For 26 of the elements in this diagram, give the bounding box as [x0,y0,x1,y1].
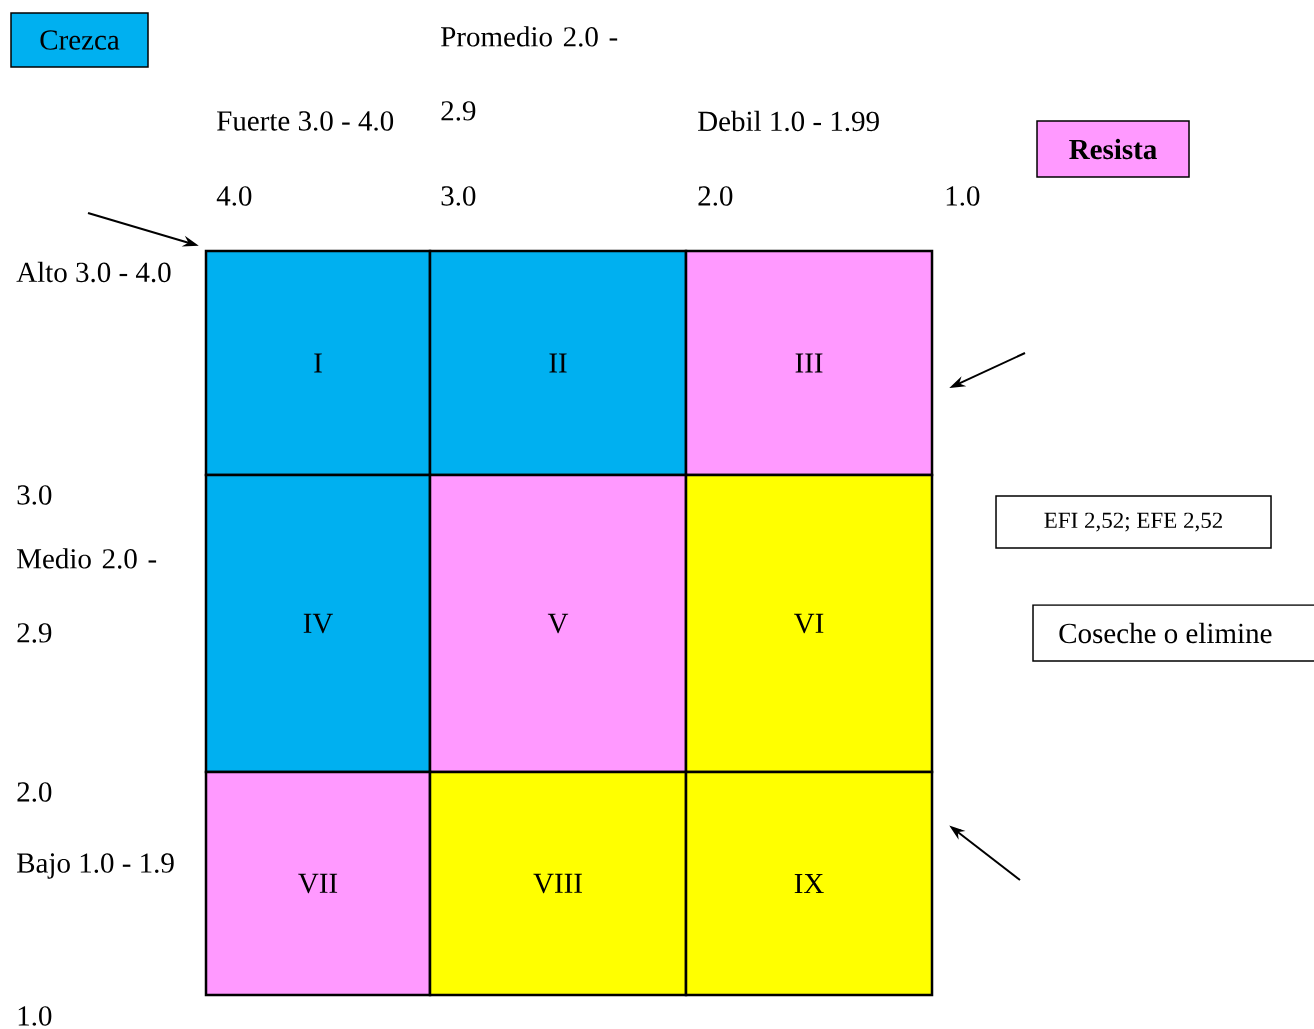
matrix-cell: III [684,249,934,477]
axis-label: 3.0 [441,186,476,206]
axis-label: Bajo 1.0 - 1.9 [17,853,174,879]
matrix-cell: VI [684,473,934,774]
highlighted-box: Coseche o elimine [1032,604,1314,662]
strategy-box: Crezca [10,12,149,68]
axis-label: 3.0 [17,485,52,505]
matrix-cell: IX [684,770,934,997]
matrix-cell: IV [204,473,432,774]
axis-label: Promedio 2.0 - 2.9 [441,26,618,121]
matrix-cell: II [428,249,688,477]
axis-label: 4.0 [216,186,252,206]
axis-label: 2.0 [698,186,733,206]
matrix-cell: VIII [428,770,688,997]
axis-label: Debil 1.0 - 1.99 [698,110,879,132]
axis-label: Fuerte 3.0 - 4.0 [217,111,394,131]
axis-label: 1.0 [18,1006,52,1026]
axis-label: 2.0 [17,782,52,802]
matrix-cell: VII [204,770,432,997]
strategy-box: Resista [1036,120,1190,178]
axis-label: Medio 2.0 - 2.9 [17,548,157,643]
text-box: EFI 2,52; EFE 2,52 [995,495,1272,549]
matrix-cell: I [204,249,432,477]
matrix-cell: V [428,473,688,774]
axis-label: Alto 3.0 - 4.0 [16,261,171,283]
axis-label: 1.0 [946,186,980,206]
